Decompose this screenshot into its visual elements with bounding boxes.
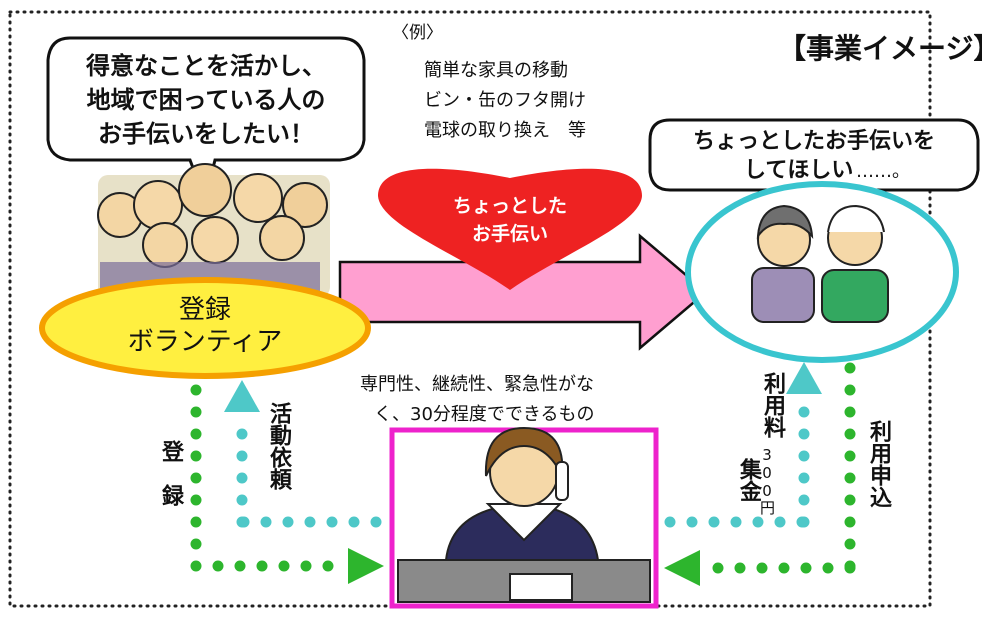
recipient-speech-ellipsis: ……。 [856,161,910,182]
fee-amount-label: 300円 [758,446,776,515]
volunteer-oval-line1: 登録 [179,295,231,325]
registration-dotted-path [190,384,384,584]
activity-request-dotted-path [224,380,382,528]
page-title: 【事業イメージ】 [778,32,982,65]
volunteer-group-illustration [97,163,330,297]
service-note-line2: く、30分程度でできるもの [374,404,595,425]
volunteer-speech-line1: 得意なことを活かし、 [85,52,326,80]
examples-heading: 〈例〉 [392,23,443,43]
registration-label: 登 録 [158,440,183,506]
recipient-speech-line2: してほしい [744,158,853,183]
example-item: ビン・缶のフタ開け [424,90,586,111]
fee-collection-dotted-path [664,362,822,528]
help-heart: ちょっとした お手伝い [378,168,642,290]
heart-line2: お手伝い [472,222,548,245]
activity-request-label: 活動依頼 [266,402,291,490]
service-note-line1: 専門性、継続性、緊急性がな [360,374,594,395]
usage-application-dotted-path [664,362,856,586]
office-operator-box [389,426,659,609]
registered-volunteer-oval: 登録 ボランティア [39,277,371,379]
recipient-speech-bubble: ちょっとしたお手伝いを してほしい ……。 [648,118,980,211]
example-item: 簡単な家具の移動 [424,60,568,81]
volunteer-speech-line3: お手伝いをしたい！ [98,120,314,148]
volunteer-speech-line2: 地域で困っている人の [87,86,326,114]
example-item: 電球の取り換え 等 [424,120,586,141]
operator-illustration [397,426,651,603]
elderly-couple-illustration [751,204,889,323]
heart-line1: ちょっとした [453,195,567,217]
volunteer-speech-bubble: 得意なことを活かし、 地域で困っている人の お手伝いをしたい！ [46,36,366,206]
help-flow-arrow [338,233,708,351]
recipient-circle [685,181,959,363]
fee-collection-sub-label: 集金 [736,458,761,502]
recipient-speech-line1: ちょっとしたお手伝いを [693,129,935,154]
fee-collection-label: 利用料 [760,372,785,438]
usage-application-label: 利用申込 [866,420,891,508]
volunteer-oval-line2: ボランティア [128,327,282,357]
